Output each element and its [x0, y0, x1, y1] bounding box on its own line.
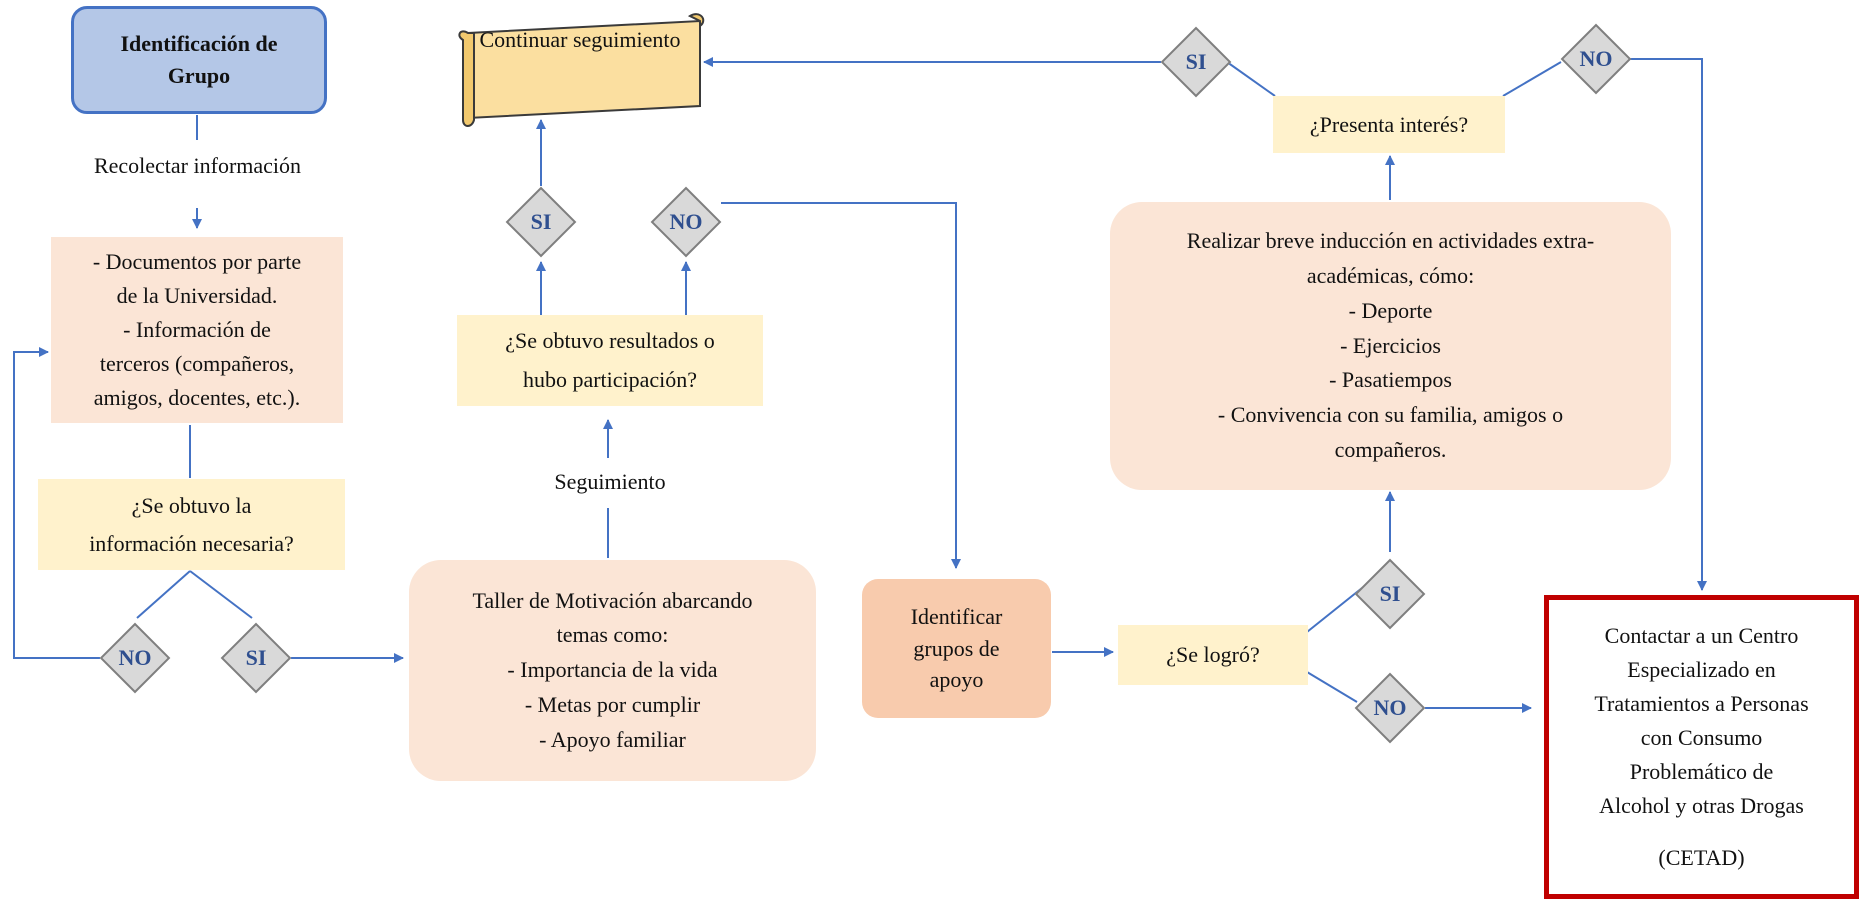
continuar-seguimiento[interactable]: Continuar seguimiento	[479, 27, 681, 52]
no-diamond-interes[interactable]: NO	[1561, 24, 1631, 94]
contactar-cetad-box[interactable]: Contactar a un Centro Especializado en T…	[1544, 595, 1859, 899]
seguimiento-label: Seguimiento	[535, 464, 685, 500]
si-diamond-informacion[interactable]: SI	[221, 623, 291, 693]
presenta-interes-decision[interactable]: ¿Presenta interés?	[1273, 96, 1505, 153]
no-diamond-resultados[interactable]: NO	[651, 187, 721, 257]
se-logro-decision[interactable]: ¿Se logró?	[1118, 625, 1308, 685]
induccion-actividades-box[interactable]: Realizar breve inducción en actividades …	[1110, 202, 1671, 490]
scroll-icon	[458, 13, 705, 127]
se-obtuvo-informacion-decision[interactable]: ¿Se obtuvo la información necesaria?	[38, 479, 345, 570]
resultados-decision[interactable]: ¿Se obtuvo resultados o hubo participaci…	[457, 315, 763, 406]
documentos-box[interactable]: - Documentos por parte de la Universidad…	[51, 237, 343, 423]
recolectar-informacion-label: Recolectar información	[60, 148, 335, 184]
identificar-grupos-apoyo[interactable]: Identificar grupos de apoyo	[862, 579, 1051, 718]
no-diamond-logro[interactable]: NO	[1355, 673, 1425, 743]
taller-motivacion-box[interactable]: Taller de Motivación abarcando temas com…	[409, 560, 816, 781]
si-diamond-resultados[interactable]: SI	[506, 187, 576, 257]
si-diamond-logro[interactable]: SI	[1355, 559, 1425, 629]
si-diamond-interes[interactable]: SI	[1161, 27, 1231, 97]
no-diamond-informacion[interactable]: NO	[100, 623, 170, 693]
identificacion-grupo[interactable]: Identificación de Grupo	[71, 6, 327, 114]
